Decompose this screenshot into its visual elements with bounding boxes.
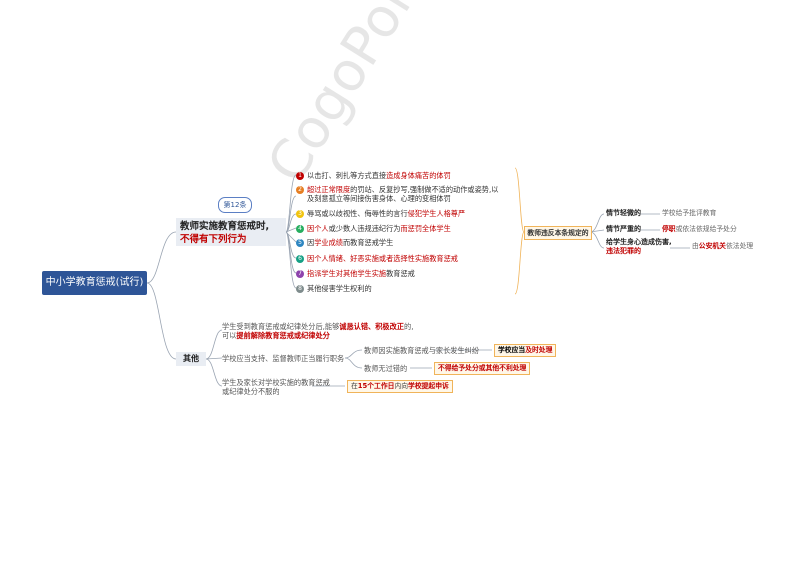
main-branch-prohibited[interactable]: 教师实施教育惩戒时, 不得有下列行为 xyxy=(176,218,286,246)
main-branch-line2: 不得有下列行为 xyxy=(180,234,247,245)
main-branch-line1: 教师实施教育惩戒时, xyxy=(180,221,270,232)
number-badge: 1 xyxy=(296,172,304,180)
sub-no-fault[interactable]: 教师无过错的 xyxy=(364,364,408,373)
case-minor[interactable]: 情节轻微的 xyxy=(606,209,641,217)
number-badge: 8 xyxy=(296,285,304,293)
article-tag: 第12条 xyxy=(218,197,252,213)
case-harm[interactable]: 给学生身心造成伤害, 违法犯罪的 xyxy=(606,238,672,255)
other-branch-2[interactable]: 学校应当支持、监督教师正当履行职务 xyxy=(222,354,345,363)
number-badge: 7 xyxy=(296,270,304,278)
number-badge: 5 xyxy=(296,239,304,247)
number-badge: 2 xyxy=(296,186,304,194)
result-appeal: 在15个工作日内向学校提起申诉 xyxy=(347,380,453,393)
other-node[interactable]: 其他 xyxy=(176,352,206,366)
consequence-serious: 停职或依法依规给予处分 xyxy=(662,225,737,233)
other-branch-1[interactable]: 学生受到教育惩戒或纪律处分后,能够诚恳认错、积极改正的, 可以提前解除教育惩戒或… xyxy=(222,322,414,340)
consequence-harm: 由公安机关依法处理 xyxy=(692,242,754,250)
sub-dispute[interactable]: 教师因实施教育惩戒与家长发生纠纷 xyxy=(364,346,480,355)
result-handle: 学校应当及时处理 xyxy=(494,344,557,357)
violation-node[interactable]: 教师违反本条规定的 xyxy=(524,226,592,240)
consequence-minor: 学校给予批评教育 xyxy=(662,209,717,217)
case-serious[interactable]: 情节严重的 xyxy=(606,225,641,233)
number-badge: 3 xyxy=(296,210,304,218)
result-no-punish: 不得给予处分或其他不利处理 xyxy=(434,362,531,375)
other-branch-3[interactable]: 学生及家长对学校实施的教育惩戒 或纪律处分不服的 xyxy=(222,378,330,396)
root-node[interactable]: 中小学教育惩戒(试行) xyxy=(42,271,147,295)
number-badge: 6 xyxy=(296,255,304,263)
number-badge: 4 xyxy=(296,225,304,233)
